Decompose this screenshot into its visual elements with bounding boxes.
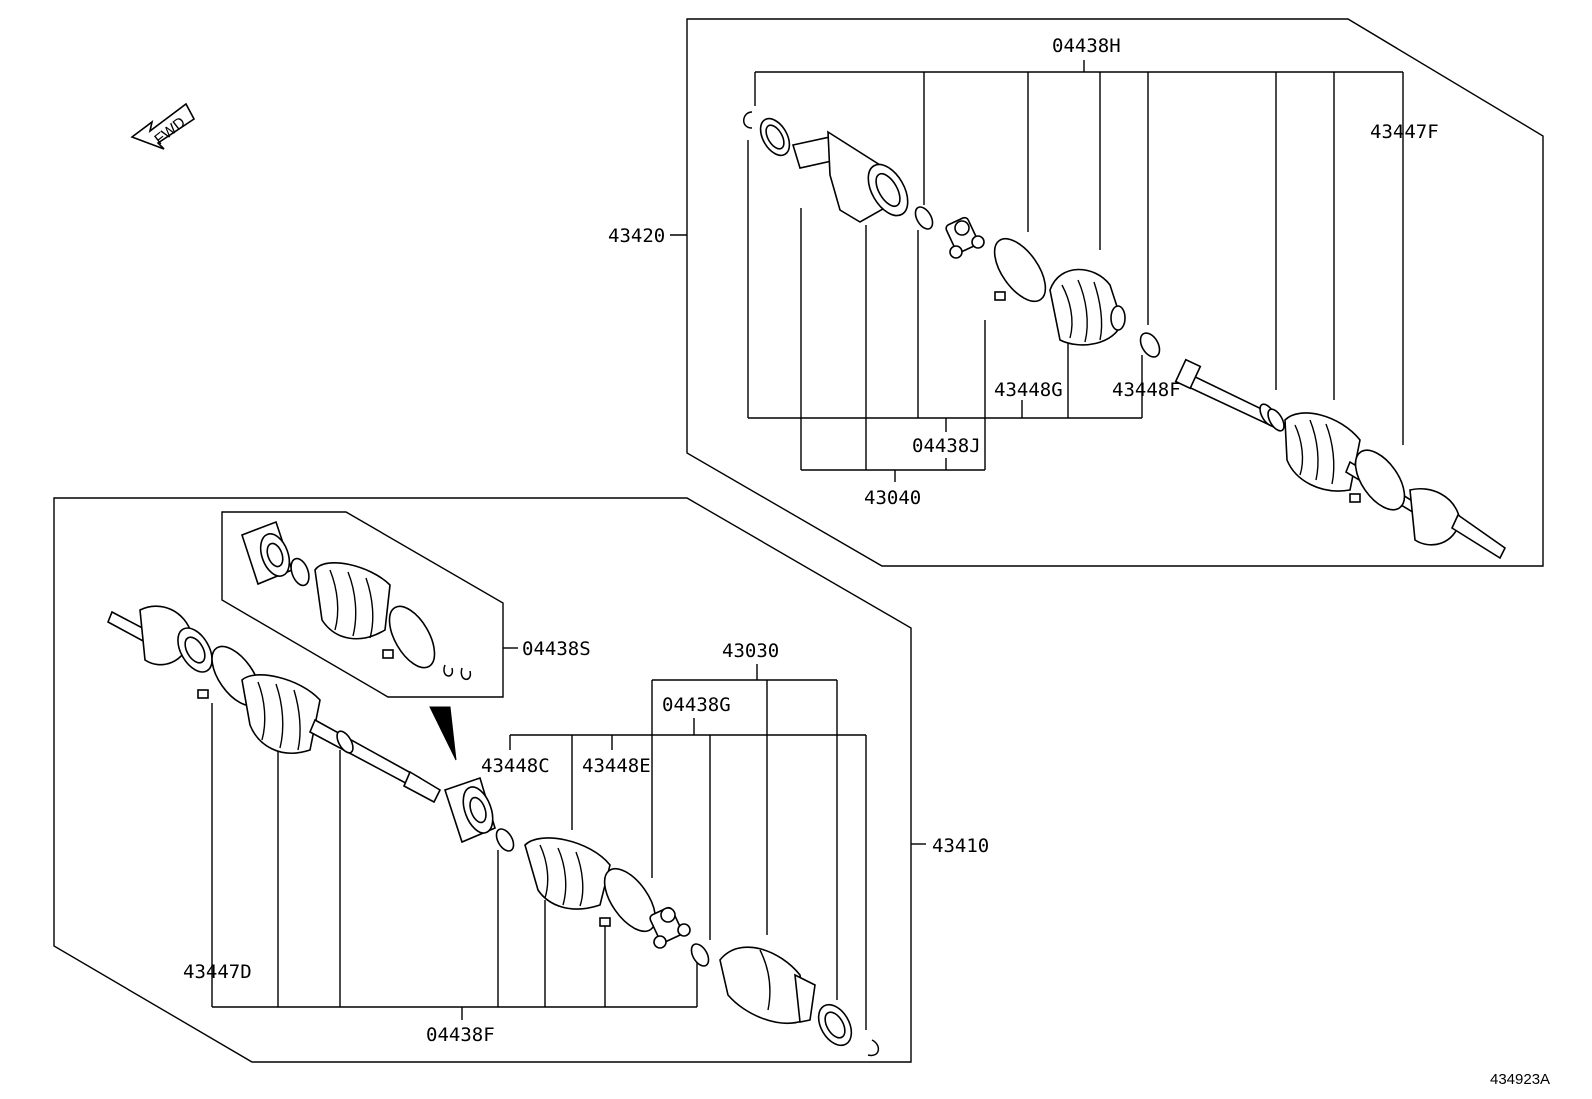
label-04438F: 04438F: [426, 1024, 495, 1046]
label-43040: 43040: [864, 487, 921, 509]
inboard-boot-part: [1049, 268, 1126, 346]
overhaul-kit-box: [221, 511, 504, 698]
lower-assembly-label: 43410: [932, 835, 989, 857]
label-04438H: 04438H: [1052, 35, 1121, 57]
outboard-boot-part: [524, 837, 611, 910]
tripod-joint-part: [945, 216, 985, 259]
label-43448G: 43448G: [994, 379, 1063, 401]
lower-panel-border: [53, 497, 912, 1063]
snap-ring-lower-part: [690, 943, 710, 967]
upper-assembly-label: 43420: [608, 225, 665, 247]
overhaul-kit-parts: [241, 520, 472, 680]
label-04438S: 04438S: [522, 638, 591, 660]
drive-shaft-part: [1174, 358, 1507, 560]
snap-ring-small-part: [914, 206, 934, 230]
upper-assembly: 43420 04438H 43447F 43448G 43448F 04438J…: [608, 18, 1544, 567]
lower-assembly: 43410 04438S 43030 04438G: [53, 497, 989, 1063]
tripod-lower-part: [649, 906, 691, 949]
label-43448F: 43448F: [1112, 379, 1181, 401]
label-43448E: 43448E: [582, 755, 651, 777]
fwd-arrow-icon: FWD: [130, 102, 196, 150]
snap-ring-c-part: [495, 828, 515, 852]
snap-ring-part: [743, 111, 753, 129]
reference-number: 434923A: [1490, 1071, 1550, 1088]
inboard-joint-housing-part: [791, 130, 909, 223]
pointer-arrow: [429, 706, 457, 761]
bearing-part: [443, 776, 496, 844]
label-43448C: 43448C: [481, 755, 550, 777]
boot-clamp-large-part: [993, 237, 1047, 303]
outboard-shaft-part: [106, 605, 442, 804]
label-43447F: 43447F: [1370, 121, 1439, 143]
label-43030: 43030: [722, 640, 779, 662]
upper-panel-border: [686, 18, 1544, 567]
boot-clamp-small-part: [1139, 332, 1161, 358]
label-04438G: 04438G: [662, 694, 731, 716]
inboard-housing-lower-part: [719, 946, 816, 1024]
label-43447D: 43447D: [183, 961, 252, 983]
boot-clamp-lower-part: [603, 867, 657, 933]
snap-ring-end-part: [867, 1039, 880, 1057]
label-04438J: 04438J: [912, 435, 981, 457]
